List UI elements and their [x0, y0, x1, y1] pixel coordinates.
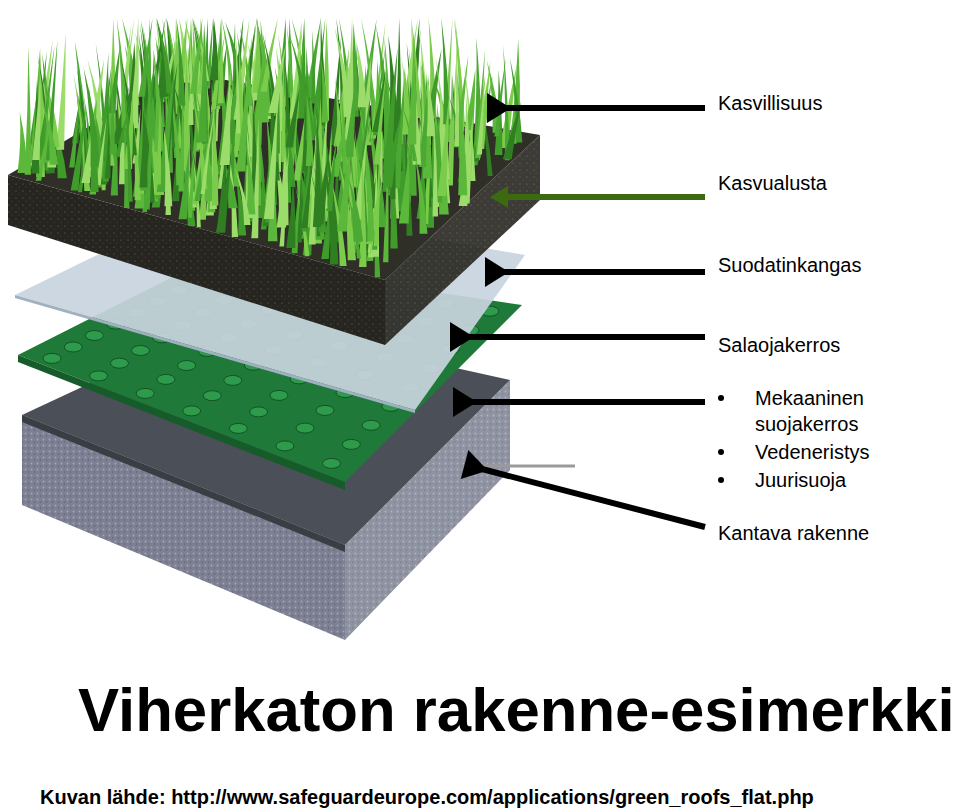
- layer-label: Vedeneristys: [755, 439, 870, 465]
- grass-blade: [139, 107, 147, 187]
- drainage-dimple: [362, 420, 380, 430]
- bullet-points: [718, 395, 724, 483]
- grass-blade: [302, 160, 313, 228]
- grass-blade: [160, 41, 167, 97]
- grass-blade: [260, 18, 278, 92]
- grass-blade: [426, 71, 435, 136]
- label-slot: Juurisuoja: [755, 467, 846, 493]
- grass-blade: [382, 111, 401, 187]
- grass-blade: [235, 167, 251, 225]
- grass-blade: [235, 21, 241, 133]
- grass-blade: [155, 99, 161, 185]
- drainage-dimple: [296, 423, 314, 433]
- label-slot: Kasvillisuus: [718, 90, 822, 116]
- drainage-dimple: [90, 371, 108, 381]
- grass-blade: [220, 68, 231, 165]
- grass-blade: [123, 74, 133, 202]
- grass-blade: [251, 117, 259, 238]
- drainage-dimple: [157, 374, 175, 384]
- grass-blade: [43, 103, 59, 165]
- grass-blade: [374, 68, 387, 165]
- label-slot: Suodatinkangas: [718, 252, 861, 278]
- grass-blade: [279, 144, 289, 246]
- grass-blade: [32, 72, 40, 160]
- label-slot: Vedeneristys: [755, 439, 870, 465]
- grass-blade: [321, 57, 328, 123]
- drainage-dimple: [270, 390, 288, 400]
- grass-blade: [264, 98, 278, 219]
- drainage-dimple: [136, 388, 154, 398]
- grass-blade: [359, 153, 367, 267]
- grass-blade: [108, 45, 120, 114]
- vegetation: [18, 18, 523, 277]
- grass-blade: [89, 87, 99, 193]
- grass-blade: [139, 18, 153, 97]
- drainage-dimple: [64, 342, 82, 352]
- layer-label: Kantava rakenne: [718, 520, 869, 546]
- drainage-dimple: [316, 405, 334, 415]
- grass-blade: [314, 151, 329, 225]
- layer-label: Salaojakerros: [718, 332, 840, 358]
- drainage-dimple: [183, 406, 201, 416]
- grass-blade: [438, 93, 450, 196]
- grass-blade: [356, 41, 366, 107]
- drainage-dimple: [342, 439, 360, 449]
- drainage-dimple: [132, 346, 150, 356]
- grass-blade: [212, 81, 219, 206]
- grass-blade: [246, 142, 256, 214]
- grass-blade: [285, 87, 300, 148]
- drainage-dimple: [250, 407, 268, 417]
- grass-blade: [289, 34, 306, 99]
- label-slot: Kuvan lähde: http://www.safeguardeurope.…: [40, 786, 814, 808]
- label-slot: Kantava rakenne: [718, 520, 869, 546]
- grass-blade: [477, 73, 485, 154]
- grass-blade: [414, 152, 427, 234]
- label-slot: Salaojakerros: [718, 332, 840, 358]
- leader-arrows: [468, 108, 705, 527]
- drainage-dimple: [276, 441, 294, 451]
- grass-blade: [284, 56, 290, 133]
- drainage-dimple: [224, 375, 242, 385]
- drainage-dimple: [43, 353, 61, 363]
- label-slot: Viherkaton rakenne-esimerkki: [78, 676, 955, 744]
- grass-blade: [18, 112, 28, 173]
- grass-blade: [218, 30, 224, 104]
- layer-label: Juurisuoja: [755, 467, 846, 493]
- grass-blade: [165, 156, 171, 216]
- drainage-dimple: [229, 423, 247, 433]
- grass-blade: [286, 179, 295, 248]
- layer-label: Mekaaninen suojakerros: [755, 385, 930, 437]
- source-caption: Kuvan lähde: http://www.safeguardeurope.…: [40, 786, 814, 808]
- drainage-dimple: [323, 458, 341, 468]
- grass-blade: [268, 43, 286, 113]
- label-slot: Kasvualusta: [718, 170, 827, 196]
- grass-blade: [297, 161, 302, 242]
- diagram-title: Viherkaton rakenne-esimerkki: [78, 676, 955, 744]
- grass-blade: [306, 94, 314, 166]
- grass-blade: [457, 76, 467, 196]
- drainage-dimple: [203, 391, 221, 401]
- layer-label: Kasvillisuus: [718, 90, 822, 116]
- grass-blade: [348, 177, 363, 241]
- grass-blade: [340, 79, 347, 174]
- grass-blade: [494, 58, 505, 136]
- layer-label: Kasvualusta: [718, 170, 827, 196]
- grass-blade: [110, 71, 116, 154]
- drainage-dimple: [178, 361, 196, 371]
- label-slot: Mekaaninen suojakerros: [755, 385, 930, 437]
- grass-blade: [326, 140, 336, 211]
- grass-blade: [176, 18, 185, 105]
- grass-blade: [190, 18, 203, 94]
- layer-label: Suodatinkangas: [718, 252, 861, 278]
- grass-blade: [210, 18, 219, 80]
- grass-blade: [30, 48, 40, 163]
- drainage-dimple: [85, 331, 103, 341]
- grass-blade: [407, 31, 416, 144]
- grass-blade: [201, 102, 217, 194]
- drainage-dimple: [111, 358, 129, 368]
